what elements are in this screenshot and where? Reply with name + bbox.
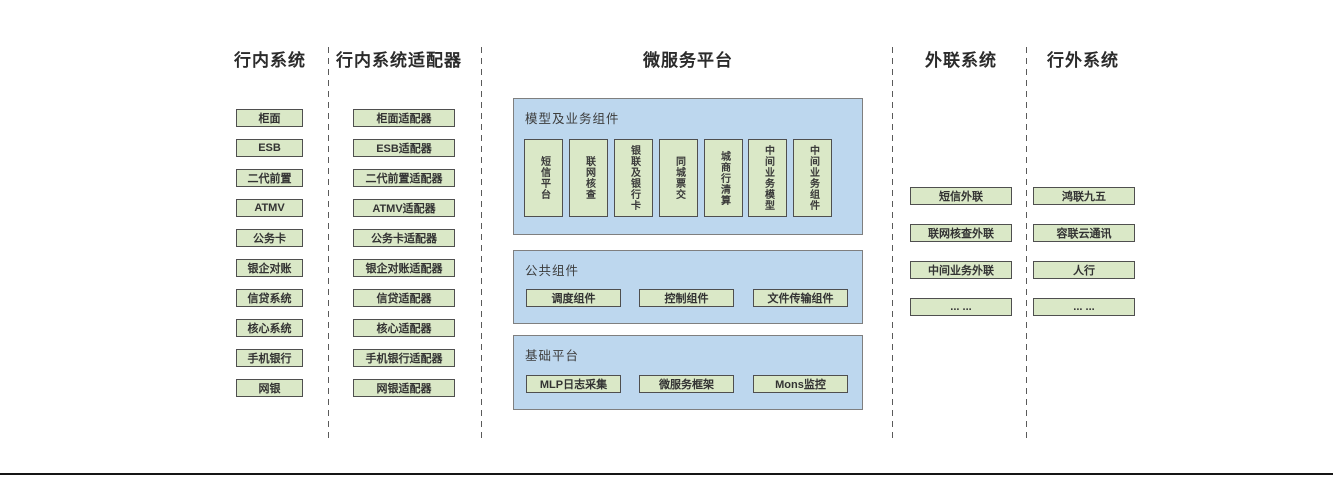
adapter-box: ATMV适配器 — [353, 199, 455, 217]
common-components-panel: 公共组件 调度组件 控制组件 文件传输组件 — [513, 250, 863, 324]
column-separator — [328, 47, 329, 443]
base-platform-panel: 基础平台 MLP日志采集 微服务框架 Mons监控 — [513, 335, 863, 410]
panel-label: 基础平台 — [525, 349, 580, 363]
outbank-system-box: 人行 — [1033, 261, 1135, 279]
model-component-box: 城商行清算 — [704, 139, 743, 217]
inbank-system-box: ATMV — [236, 199, 303, 217]
model-component-box: 短信平台 — [524, 139, 563, 217]
model-component-box: 联网核查 — [569, 139, 608, 217]
column-title-adapters: 行内系统适配器 — [336, 51, 462, 70]
adapter-box: 网银适配器 — [353, 379, 455, 397]
inbank-system-box: 核心系统 — [236, 319, 303, 337]
outlink-system-box: 短信外联 — [910, 187, 1012, 205]
inbank-system-box: ESB — [236, 139, 303, 157]
base-platform-box: MLP日志采集 — [526, 375, 621, 393]
outbank-system-box: ... ... — [1033, 298, 1135, 316]
model-business-panel: 模型及业务组件 短信平台 联网核查 银联及银行卡 同城票交 城商行清算 中间业务… — [513, 98, 863, 235]
outbank-system-box: 鸿联九五 — [1033, 187, 1135, 205]
outlink-system-box: ... ... — [910, 298, 1012, 316]
adapter-box: 核心适配器 — [353, 319, 455, 337]
adapter-box: 二代前置适配器 — [353, 169, 455, 187]
panel-label: 公共组件 — [525, 264, 580, 278]
common-component-box: 文件传输组件 — [753, 289, 848, 307]
adapter-box: 手机银行适配器 — [353, 349, 455, 367]
column-separator — [481, 47, 482, 443]
column-separator — [1026, 47, 1027, 443]
panel-label: 模型及业务组件 — [525, 112, 620, 126]
model-component-box: 同城票交 — [659, 139, 698, 217]
outbank-system-box: 容联云通讯 — [1033, 224, 1135, 242]
model-component-box: 中间业务模型 — [748, 139, 787, 217]
adapter-box: ESB适配器 — [353, 139, 455, 157]
inbank-system-box: 公务卡 — [236, 229, 303, 247]
inbank-system-box: 手机银行 — [236, 349, 303, 367]
outlink-system-box: 联网核查外联 — [910, 224, 1012, 242]
outlink-system-box: 中间业务外联 — [910, 261, 1012, 279]
inbank-system-box: 柜面 — [236, 109, 303, 127]
column-title-outlink: 外联系统 — [925, 51, 997, 70]
inbank-system-box: 信贷系统 — [236, 289, 303, 307]
adapter-box: 信贷适配器 — [353, 289, 455, 307]
base-platform-box: 微服务框架 — [639, 375, 734, 393]
inbank-system-box: 银企对账 — [236, 259, 303, 277]
column-separator — [892, 47, 893, 443]
base-platform-box: Mons监控 — [753, 375, 848, 393]
common-component-box: 调度组件 — [526, 289, 621, 307]
column-title-platform: 微服务平台 — [643, 51, 733, 70]
bottom-rule — [0, 473, 1333, 475]
adapter-box: 柜面适配器 — [353, 109, 455, 127]
inbank-system-box: 网银 — [236, 379, 303, 397]
model-component-box: 银联及银行卡 — [614, 139, 653, 217]
column-title-inbank: 行内系统 — [234, 51, 306, 70]
common-component-box: 控制组件 — [639, 289, 734, 307]
column-title-outbank: 行外系统 — [1047, 51, 1119, 70]
adapter-box: 银企对账适配器 — [353, 259, 455, 277]
inbank-system-box: 二代前置 — [236, 169, 303, 187]
model-component-box: 中间业务组件 — [793, 139, 832, 217]
adapter-box: 公务卡适配器 — [353, 229, 455, 247]
